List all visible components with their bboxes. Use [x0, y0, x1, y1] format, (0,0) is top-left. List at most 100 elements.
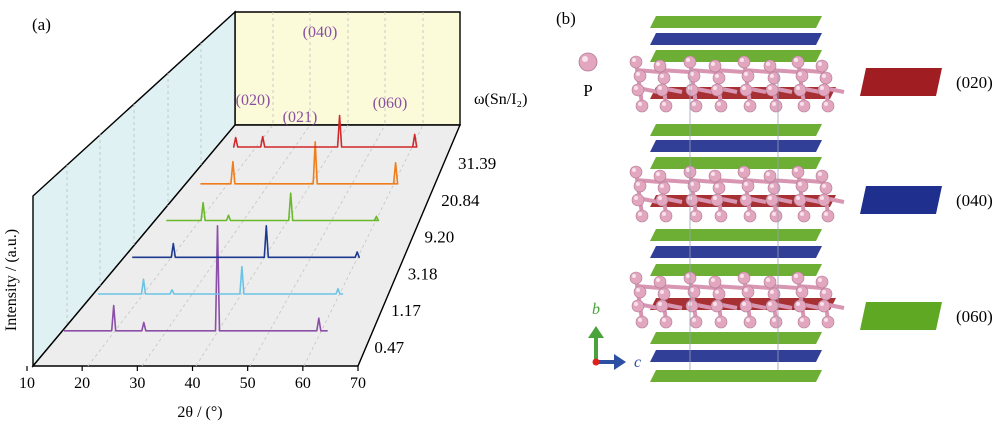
- phosphorus-atom: [633, 179, 647, 193]
- phosphorus-atom: [633, 69, 647, 83]
- phosphorus-atom: [708, 59, 722, 73]
- phosphorus-atom: [685, 299, 699, 313]
- phosphorus-atom: [739, 83, 753, 97]
- phosphorus-atom: [815, 169, 829, 183]
- y-axis-title: Intensity / (a.u.): [3, 229, 20, 331]
- lattice-plane: [650, 350, 822, 362]
- x-tick-label: 50: [240, 375, 256, 392]
- lattice-plane: [650, 246, 822, 258]
- b-axis-label: b: [592, 301, 600, 318]
- phosphorus-atom: [769, 209, 783, 223]
- plane-legend-label: (040): [956, 191, 993, 210]
- phosphorus-atom: [685, 83, 699, 97]
- spectrum-3-18: [132, 225, 360, 259]
- phosphorus-atom: [737, 55, 751, 69]
- series-label-9-20: 9.20: [425, 228, 455, 247]
- lattice-plane: [650, 33, 822, 45]
- phosphorus-atom: [653, 169, 667, 183]
- phosphorus-atom: [657, 287, 671, 301]
- b-axis-arrowhead-icon: [588, 326, 604, 338]
- phosphorus-atom: [767, 181, 781, 195]
- x-axis-title: 2θ / (°): [177, 404, 222, 421]
- phosphorus-atom: [795, 285, 809, 299]
- phosphorus-atom: [710, 83, 724, 97]
- series-label-31-39: 31.39: [458, 154, 496, 173]
- p-p-bond: [769, 68, 799, 74]
- phosphorus-atom: [743, 315, 757, 329]
- phosphorus-atom: [685, 193, 699, 207]
- phosphorus-atom: [741, 285, 755, 299]
- phosphorus-atom: [655, 299, 669, 313]
- phosphorus-atom: [795, 179, 809, 193]
- phosphorus-atom: [631, 193, 645, 207]
- peak-label-040: (040): [303, 24, 338, 41]
- phosphorus-atom: [629, 55, 643, 69]
- phosphorus-atom: [797, 315, 811, 329]
- phosphorus-atom: [821, 99, 835, 113]
- phosphorus-atom: [631, 299, 645, 313]
- p-p-bond: [714, 178, 745, 184]
- phosphorus-atom: [655, 83, 669, 97]
- phosphorus-atom: [714, 99, 728, 113]
- phosphorus-atom: [791, 271, 805, 285]
- lattice-plane: [650, 16, 822, 28]
- z-axis-title: ω(Sn/I₂): [474, 91, 527, 108]
- peak-label-021: (021): [283, 109, 318, 126]
- panel-a-label: (a): [32, 15, 51, 34]
- phosphorus-atom: [687, 179, 701, 193]
- phosphorus-atom: [712, 71, 726, 85]
- panel-b-label: (b): [556, 9, 576, 28]
- phosphorus-atom: [765, 83, 779, 97]
- phosphorus-atom: [689, 315, 703, 329]
- phosphorus-atom: [631, 83, 645, 97]
- phosphorus-atom: [769, 99, 783, 113]
- phosphorus-atom: [653, 275, 667, 289]
- phosphorus-atom: [817, 299, 831, 313]
- lattice-plane: [650, 157, 822, 169]
- atom-legend: P: [578, 52, 598, 100]
- phosphorus-atom-icon: [578, 52, 598, 72]
- phosphorus-atom: [710, 193, 724, 207]
- p-p-bond: [659, 284, 691, 290]
- phosphorus-atom: [687, 285, 701, 299]
- phosphorus-atom: [739, 193, 753, 207]
- phosphorus-atom: [657, 71, 671, 85]
- plane-legend-swatch: [860, 186, 942, 214]
- phosphorus-atom: [743, 99, 757, 113]
- phosphorus-atom: [710, 299, 724, 313]
- lattice-plane: [650, 229, 822, 241]
- phosphorus-atom: [815, 275, 829, 289]
- phosphorus-atom: [741, 179, 755, 193]
- plane-legend: (020)(040)(060): [860, 68, 993, 330]
- phosphorus-atom: [659, 315, 673, 329]
- phosphorus-atom: [714, 315, 728, 329]
- back-wall-grid: [272, 12, 424, 125]
- phosphorus-atom: [743, 209, 757, 223]
- spectrum-9-20: [166, 192, 380, 222]
- phosphorus-atom: [797, 209, 811, 223]
- phosphorus-atom: [635, 209, 649, 223]
- p-p-bond: [714, 284, 745, 290]
- panel-b: (b) P b c (020)(040)(060): [556, 9, 993, 382]
- phosphorus-atom: [629, 165, 643, 179]
- phosphorus-atom: [635, 315, 649, 329]
- x-tick-label: 20: [74, 375, 90, 392]
- plane-legend-label: (020): [956, 73, 993, 92]
- phosphorus-atom: [765, 299, 779, 313]
- phosphorus-atom: [765, 193, 779, 207]
- phosphorus-atom: [821, 209, 835, 223]
- phosphorus-atom: [655, 193, 669, 207]
- phosphorus-atom: [737, 271, 751, 285]
- phosphorus-atom: [659, 209, 673, 223]
- phosphorus-atom: [708, 275, 722, 289]
- phosphorus-atom: [793, 193, 807, 207]
- phosphorus-atom: [739, 299, 753, 313]
- phosphorus-atom: [737, 165, 751, 179]
- atom-legend-label: P: [583, 81, 592, 100]
- x-tick-label: 40: [185, 375, 201, 392]
- phosphorus-atom: [689, 209, 703, 223]
- phosphorus-atom: [767, 71, 781, 85]
- origin-dot: [592, 358, 600, 366]
- p-p-bond: [659, 68, 691, 74]
